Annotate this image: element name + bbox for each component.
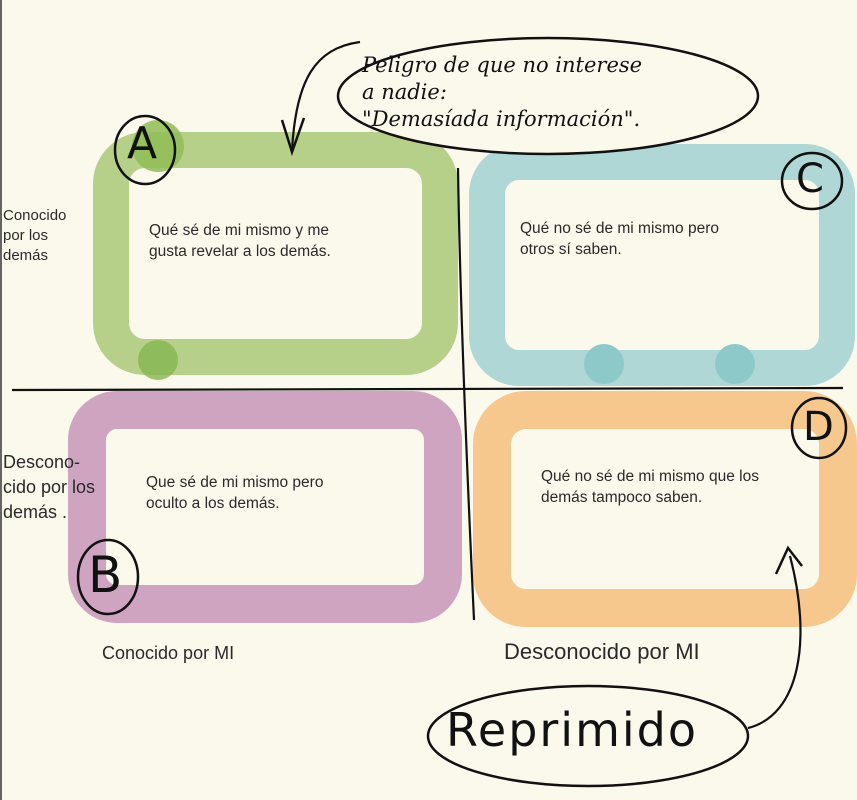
quadrant-b-frame bbox=[68, 391, 462, 623]
repressed-note-text: Reprimido bbox=[446, 703, 699, 757]
letter-a: A bbox=[127, 118, 158, 169]
column-label-unknown-by-me: Desconocido por MI bbox=[504, 639, 700, 664]
letter-d-circle bbox=[790, 396, 848, 460]
letter-a-circle bbox=[113, 114, 177, 186]
quadrant-d-frame bbox=[473, 391, 857, 627]
letter-c: C bbox=[796, 156, 824, 202]
quadrant-c-text: Qué no sé de mi mismo pero otros sí sabe… bbox=[520, 220, 720, 258]
repressed-arrow-line bbox=[747, 555, 802, 730]
danger-note-text: Peligro de que no interese a nadie: "Dem… bbox=[362, 53, 643, 131]
repressed-note-bubble bbox=[426, 684, 750, 788]
quadrant-b-text: Que sé de mi mismo pero oculto a los dem… bbox=[146, 474, 324, 512]
danger-arrow-head bbox=[280, 117, 306, 156]
letter-b: B bbox=[88, 546, 123, 604]
row-label-unknown-by-others: Descono- cido por los demás . bbox=[3, 452, 96, 522]
quadrant-c-blob-left bbox=[584, 344, 624, 384]
row-label-known-by-others: Conocido por los demás bbox=[3, 207, 67, 264]
quadrant-c-blob-right bbox=[715, 344, 755, 384]
column-label-known-by-me: Conocido por MI bbox=[102, 643, 235, 663]
quadrant-a-text: Qué sé de mi mismo y me gusta revelar a … bbox=[149, 222, 331, 260]
quadrant-c-frame bbox=[469, 144, 855, 386]
quadrant-d-text: Qué no sé de mi mismo que los demás tamp… bbox=[541, 468, 759, 506]
repressed-arrow-head bbox=[774, 545, 803, 575]
horizontal-axis-line bbox=[11, 386, 844, 392]
letter-d: D bbox=[803, 404, 834, 450]
danger-note-bubble bbox=[336, 36, 760, 156]
letter-b-circle bbox=[76, 538, 140, 616]
letter-c-circle bbox=[780, 151, 844, 211]
vertical-axis-line bbox=[456, 167, 476, 621]
danger-arrow-line bbox=[290, 40, 361, 151]
quadrant-a-blob-bottom bbox=[138, 340, 178, 380]
quadrant-a-frame bbox=[93, 132, 458, 375]
